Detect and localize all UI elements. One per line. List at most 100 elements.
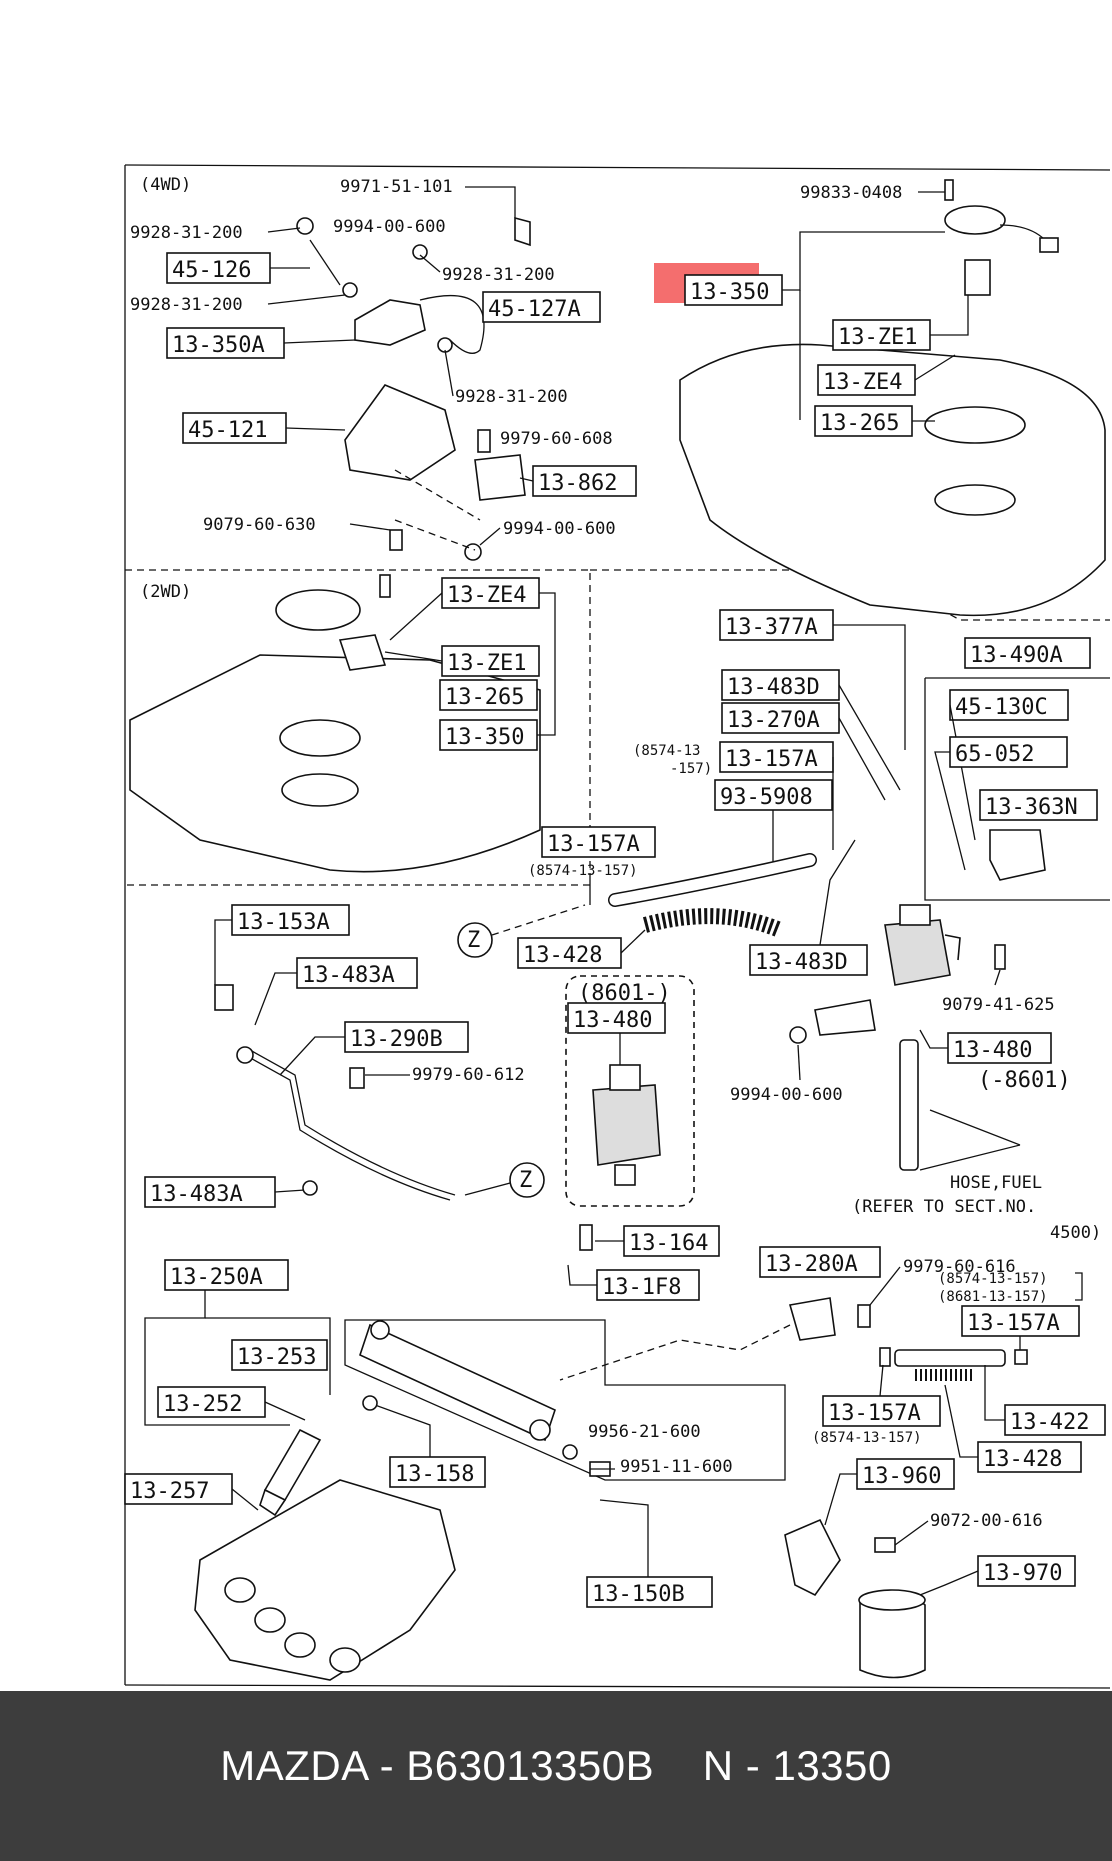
box-13-ze1-2wd [441, 645, 540, 677]
frame-bottom-line [124, 1684, 1111, 1689]
label-9994-00-600-c: 9994-00-600 [730, 1085, 843, 1105]
leader-line [349, 523, 391, 531]
fuel-filter-inset-shape [592, 1084, 661, 1166]
leader-line [389, 592, 443, 641]
label-9928-31-200-c: 9928-31-200 [130, 295, 243, 315]
label-9979-60-612: 9979-60-612 [412, 1065, 525, 1085]
leader-dashed [559, 1324, 791, 1381]
label-13-157a-c: 13-157A [967, 1311, 1060, 1336]
label-9072-00-616: 9072-00-616 [930, 1511, 1043, 1531]
label-13-428-a: 13-428 [523, 943, 602, 968]
label-refer: (REFER TO SECT.NO. [852, 1197, 1036, 1217]
section-2wd-border [125, 569, 591, 886]
leader-line [833, 624, 906, 750]
label-157: -157) [670, 761, 712, 777]
leader-bracket [205, 1317, 331, 1395]
leader-line [934, 751, 966, 871]
leader-line [465, 186, 516, 218]
box-13-970 [977, 1555, 1076, 1587]
label-13-153a: 13-153A [237, 910, 330, 935]
bolt-icon [389, 529, 403, 551]
label-8601-b: (-8601) [978, 1068, 1071, 1093]
sender-wire [999, 224, 1046, 241]
box-13-ze4-top [817, 364, 916, 396]
label-z-b: Z [519, 1168, 532, 1193]
box-13-422 [1004, 1404, 1106, 1436]
label-13-ze4-top: 13-ZE4 [823, 370, 902, 395]
box-13-363n [979, 789, 1098, 821]
section-top-divider [590, 569, 1110, 621]
label-13-ze1-top: 13-ZE1 [838, 325, 917, 350]
label-13-157a-d: 13-157A [828, 1401, 921, 1426]
label-45-130c: 45-130C [955, 695, 1048, 720]
label-13-350a: 13-350A [172, 333, 265, 358]
leader-line [444, 349, 454, 397]
box-45-127a [482, 291, 601, 323]
box-13-265-2wd [439, 679, 538, 711]
screw-icon [379, 574, 391, 598]
clip-icon [342, 282, 358, 298]
label-8574-13-157-a: (8574-13-157) [528, 863, 638, 879]
bolt-icon [857, 1304, 871, 1328]
label-13-ze4-2wd: 13-ZE4 [447, 583, 526, 608]
box-13-157a-d [822, 1395, 941, 1427]
filter-bracket-shape [944, 934, 961, 961]
canister-top-shape [858, 1589, 926, 1611]
leader-line [930, 295, 969, 336]
label-9928-31-200-d: 9928-31-200 [455, 387, 568, 407]
leader-line [919, 1570, 979, 1596]
plug-icon [362, 1395, 378, 1411]
section-4wd-label: (4WD) [140, 175, 191, 195]
canister-valve-shape [354, 299, 426, 346]
filter-cap-shape [899, 904, 931, 926]
box-13-153a [231, 904, 350, 936]
intake-manifold-shape [194, 1479, 456, 1681]
connector-z-a-circle [457, 922, 493, 958]
box-13-960 [856, 1458, 955, 1490]
label-hose-fuel: HOSE,FUEL [950, 1173, 1042, 1193]
box-13-480-a [567, 1002, 666, 1034]
washer-icon [562, 1444, 578, 1460]
leader-bracket [1075, 1272, 1083, 1301]
filter-outlet-shape [614, 1164, 636, 1186]
leader-dashed [394, 469, 481, 521]
bracket-9971-icon [514, 216, 531, 247]
parts-diagram: (4WD) 9971-51-101 9928-31-200 9994-00-60… [124, 164, 1111, 1689]
label-9951-11-600: 9951-11-600 [620, 1457, 733, 1477]
label-9928-31-200-b: 9928-31-200 [442, 265, 555, 285]
leader-line [894, 1520, 929, 1546]
leader-line [919, 1144, 1021, 1171]
box-65-052 [949, 736, 1068, 768]
box-13-252 [157, 1386, 266, 1418]
fitting-13-153a-icon [214, 984, 234, 1011]
box-13-270a [721, 702, 840, 734]
box-45-121 [182, 412, 287, 444]
leader-line [599, 1499, 649, 1577]
leader-line [838, 684, 901, 791]
leader-line [994, 969, 1001, 986]
manifold-port-shape [254, 1607, 286, 1633]
rail-outline [344, 1319, 786, 1481]
box-13-428-b [977, 1441, 1082, 1473]
manifold-port-shape [224, 1577, 256, 1603]
section-2wd-label: (2WD) [140, 582, 191, 602]
label-65-052: 65-052 [955, 742, 1034, 767]
box-13-377a [719, 609, 834, 641]
leader-line [479, 527, 501, 546]
sender-flange-2wd-shape [275, 589, 361, 631]
nut-icon [464, 543, 482, 561]
box-13-350a [166, 327, 285, 359]
nut-icon [789, 1026, 807, 1044]
box-13-483a-b [144, 1176, 276, 1208]
connector-z-b-circle [509, 1162, 545, 1198]
clip-icon [412, 244, 428, 260]
label-13-377a: 13-377A [725, 615, 818, 640]
leader-line [797, 1044, 801, 1081]
sender-flange-shape [944, 205, 1006, 235]
leader-line [267, 227, 301, 233]
label-13-270a: 13-270A [727, 708, 820, 733]
injector-shape [263, 1428, 322, 1502]
label-45-127a: 45-127A [488, 297, 581, 322]
frame-top-line [124, 164, 1111, 171]
box-13-250a [164, 1259, 289, 1291]
